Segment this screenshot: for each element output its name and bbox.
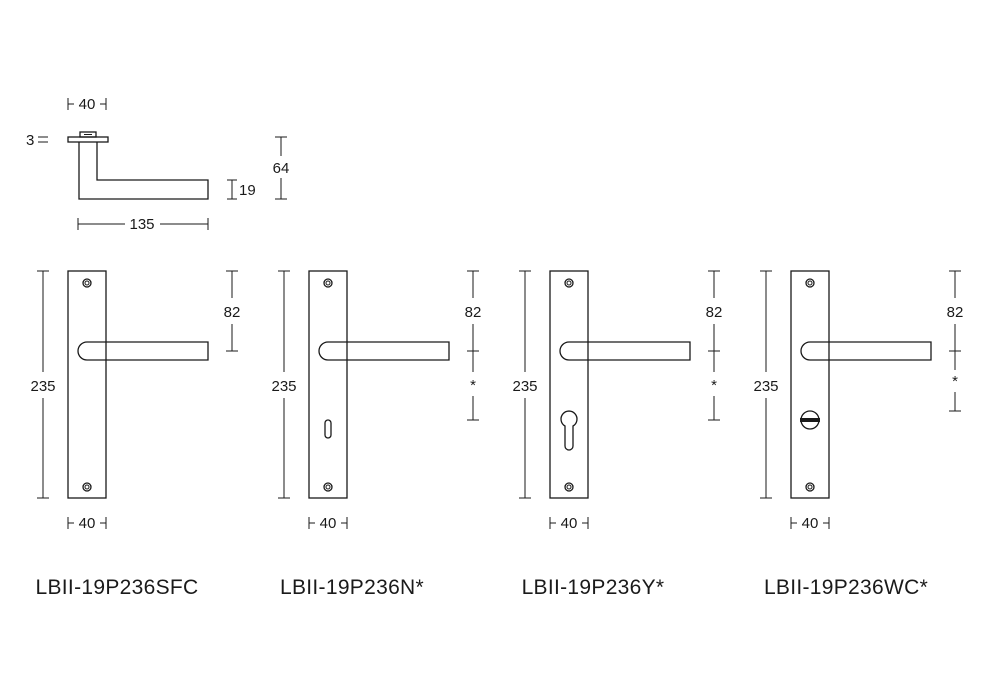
side-grip-dimension: 19 <box>227 179 256 200</box>
handle-height-dimension: 82 <box>947 270 964 352</box>
handle-height-dimension: 82 <box>465 270 482 352</box>
handle-height-dimension: 82 <box>706 270 723 352</box>
plate-height-label: 235 <box>753 378 778 395</box>
backplate <box>67 270 107 499</box>
plate-view-sfc: 235 82 40 LBII-19P236SFC <box>30 270 241 599</box>
plate-view-wc: 235 82 * 40 <box>753 270 964 599</box>
lower-dimension-label: * <box>952 373 958 390</box>
lever-handle <box>800 341 932 361</box>
model-label: LBII-19P236N* <box>280 576 424 599</box>
rose-boss <box>79 131 97 138</box>
wc-turn-knob <box>800 410 820 430</box>
side-height-label: 64 <box>273 160 290 177</box>
plate-height-dimension: 235 <box>512 270 538 499</box>
plate-width-label: 40 <box>802 515 819 532</box>
side-thickness-dimension: 3 <box>26 132 48 149</box>
handle-height-label: 82 <box>224 304 241 321</box>
screw-hole <box>564 482 574 492</box>
screw-hole <box>323 278 333 288</box>
side-length-dimension: 135 <box>77 216 209 233</box>
lower-dimension: * <box>949 351 961 412</box>
side-view: 40 3 64 19 <box>26 96 289 233</box>
side-length-label: 135 <box>129 216 154 233</box>
side-grip-label: 19 <box>239 182 256 199</box>
plate-height-dimension: 235 <box>271 270 297 499</box>
plate-height-dimension: 235 <box>30 270 56 499</box>
screw-hole <box>82 482 92 492</box>
plate-view-n: 235 82 * 40 LBII-19P236N* <box>271 270 482 599</box>
lever-handle <box>318 341 450 361</box>
model-label: LBII-19P236SFC <box>36 576 199 599</box>
model-label: LBII-19P236WC* <box>764 576 928 599</box>
plate-height-dimension: 235 <box>753 270 779 499</box>
plate-height-label: 235 <box>271 378 296 395</box>
side-width-label: 40 <box>79 96 96 113</box>
plate-width-dimension: 40 <box>790 515 830 532</box>
side-thickness-label: 3 <box>26 132 34 149</box>
side-handle-profile <box>78 142 209 200</box>
lower-dimension-label: * <box>711 377 717 394</box>
plate-height-label: 235 <box>512 378 537 395</box>
backplate <box>308 270 348 499</box>
screw-hole <box>564 278 574 288</box>
handle-height-label: 82 <box>947 304 964 321</box>
key-slot <box>324 419 332 439</box>
screw-hole <box>805 278 815 288</box>
lower-dimension: * <box>467 351 479 421</box>
plate-view-y: 235 82 * 40 LBII-19P236Y* <box>512 270 723 599</box>
plate-width-label: 40 <box>320 515 337 532</box>
plate-width-dimension: 40 <box>67 515 107 532</box>
side-width-dimension: 40 <box>67 96 107 113</box>
plate-width-dimension: 40 <box>308 515 348 532</box>
backplate <box>549 270 589 499</box>
rose-plate <box>67 136 109 143</box>
plate-height-label: 235 <box>30 378 55 395</box>
lever-handle <box>77 341 209 361</box>
screw-hole <box>323 482 333 492</box>
plate-width-dimension: 40 <box>549 515 589 532</box>
handle-height-label: 82 <box>706 304 723 321</box>
lever-handle <box>559 341 691 361</box>
backplate <box>790 270 830 499</box>
lower-dimension: * <box>708 351 720 421</box>
cylinder-hole <box>560 410 578 451</box>
screw-hole <box>805 482 815 492</box>
plate-width-label: 40 <box>79 515 96 532</box>
side-height-dimension: 64 <box>273 136 290 200</box>
handle-height-label: 82 <box>465 304 482 321</box>
handle-height-dimension: 82 <box>224 270 241 352</box>
screw-hole <box>82 278 92 288</box>
plate-width-label: 40 <box>561 515 578 532</box>
model-label: LBII-19P236Y* <box>522 576 665 599</box>
lower-dimension-label: * <box>470 377 476 394</box>
